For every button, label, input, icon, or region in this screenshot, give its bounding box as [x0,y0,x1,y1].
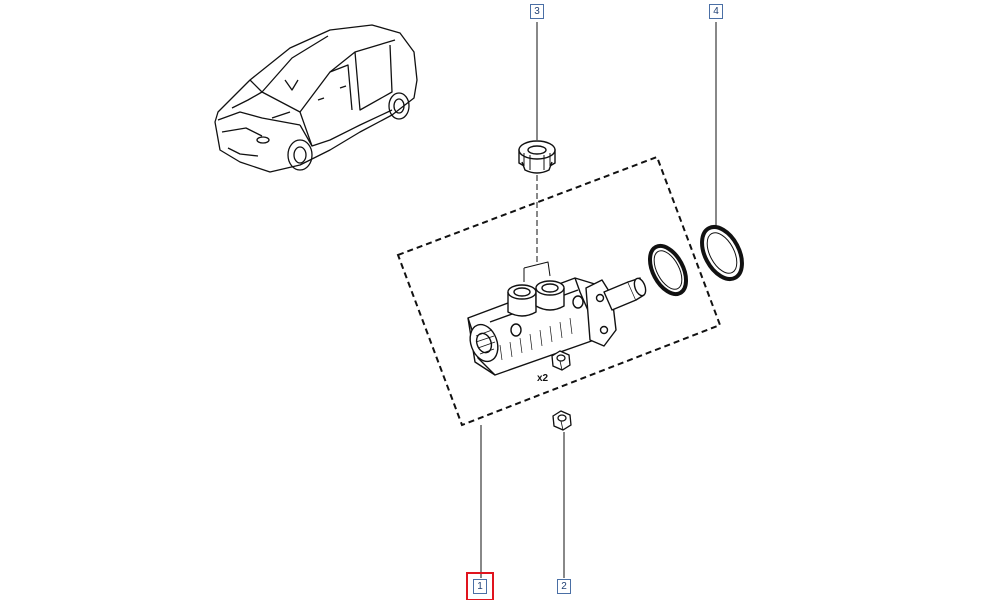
leader-lines [480,22,717,578]
callout-1[interactable]: 1 [466,572,494,600]
seal-ring [647,225,744,297]
callout-3[interactable]: 3 [530,4,544,19]
master-cylinder [467,261,647,376]
mounting-nut [551,350,572,431]
reservoir-grommet [518,140,556,174]
callout-4[interactable]: 4 [709,4,723,19]
car-illustration [214,24,418,173]
callout-2[interactable]: 2 [557,579,571,594]
quantity-label: x2 [537,373,549,384]
assembly-boundary [396,155,722,427]
